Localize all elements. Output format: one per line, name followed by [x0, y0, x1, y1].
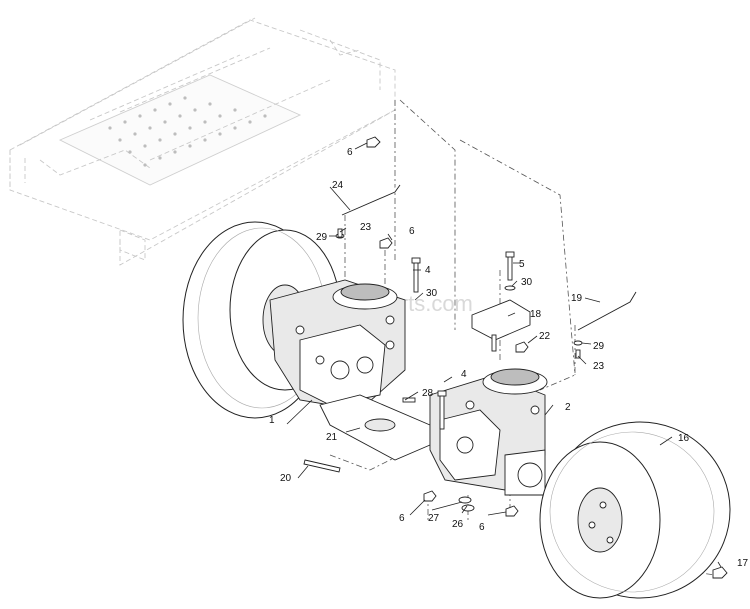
callout-29a: 29 — [316, 232, 328, 243]
callout-2: 2 — [565, 402, 571, 413]
callout-4a: 4 — [425, 265, 431, 276]
callout-5: 5 — [519, 259, 525, 270]
callout-4b: 4 — [461, 369, 467, 380]
frame-perforations — [108, 96, 267, 167]
callouts: 1 2 4 4 5 6 6 6 6 16 17 18 19 20 21 22 2… — [269, 147, 749, 569]
callout-23b: 23 — [593, 361, 605, 372]
callout-30b: 30 — [521, 277, 533, 288]
right-tire — [539, 421, 731, 599]
hardware — [303, 136, 728, 579]
callout-24: 24 — [332, 180, 344, 191]
callout-1: 1 — [269, 415, 275, 426]
leader-lines — [286, 142, 722, 568]
callout-21: 21 — [326, 432, 338, 443]
callout-22: 22 — [539, 331, 551, 342]
callout-30a: 30 — [426, 288, 438, 299]
callout-18: 18 — [530, 309, 542, 320]
callout-6b: 6 — [409, 226, 415, 237]
callout-16: 16 — [678, 433, 690, 444]
callout-20: 20 — [280, 473, 292, 484]
callout-27: 27 — [428, 513, 440, 524]
chassis-frame — [9, 17, 396, 266]
callout-6c: 6 — [399, 513, 405, 524]
callout-6a: 6 — [347, 147, 353, 158]
right-transmission — [429, 368, 548, 496]
callout-26: 26 — [452, 519, 464, 530]
callout-28: 28 — [422, 388, 434, 399]
callout-6d: 6 — [479, 522, 485, 533]
callout-19: 19 — [571, 293, 583, 304]
callout-29b: 29 — [593, 341, 605, 352]
callout-17: 17 — [737, 558, 749, 569]
callout-23a: 23 — [360, 222, 372, 233]
mounting-bracket — [319, 394, 431, 461]
left-transmission — [269, 279, 406, 411]
